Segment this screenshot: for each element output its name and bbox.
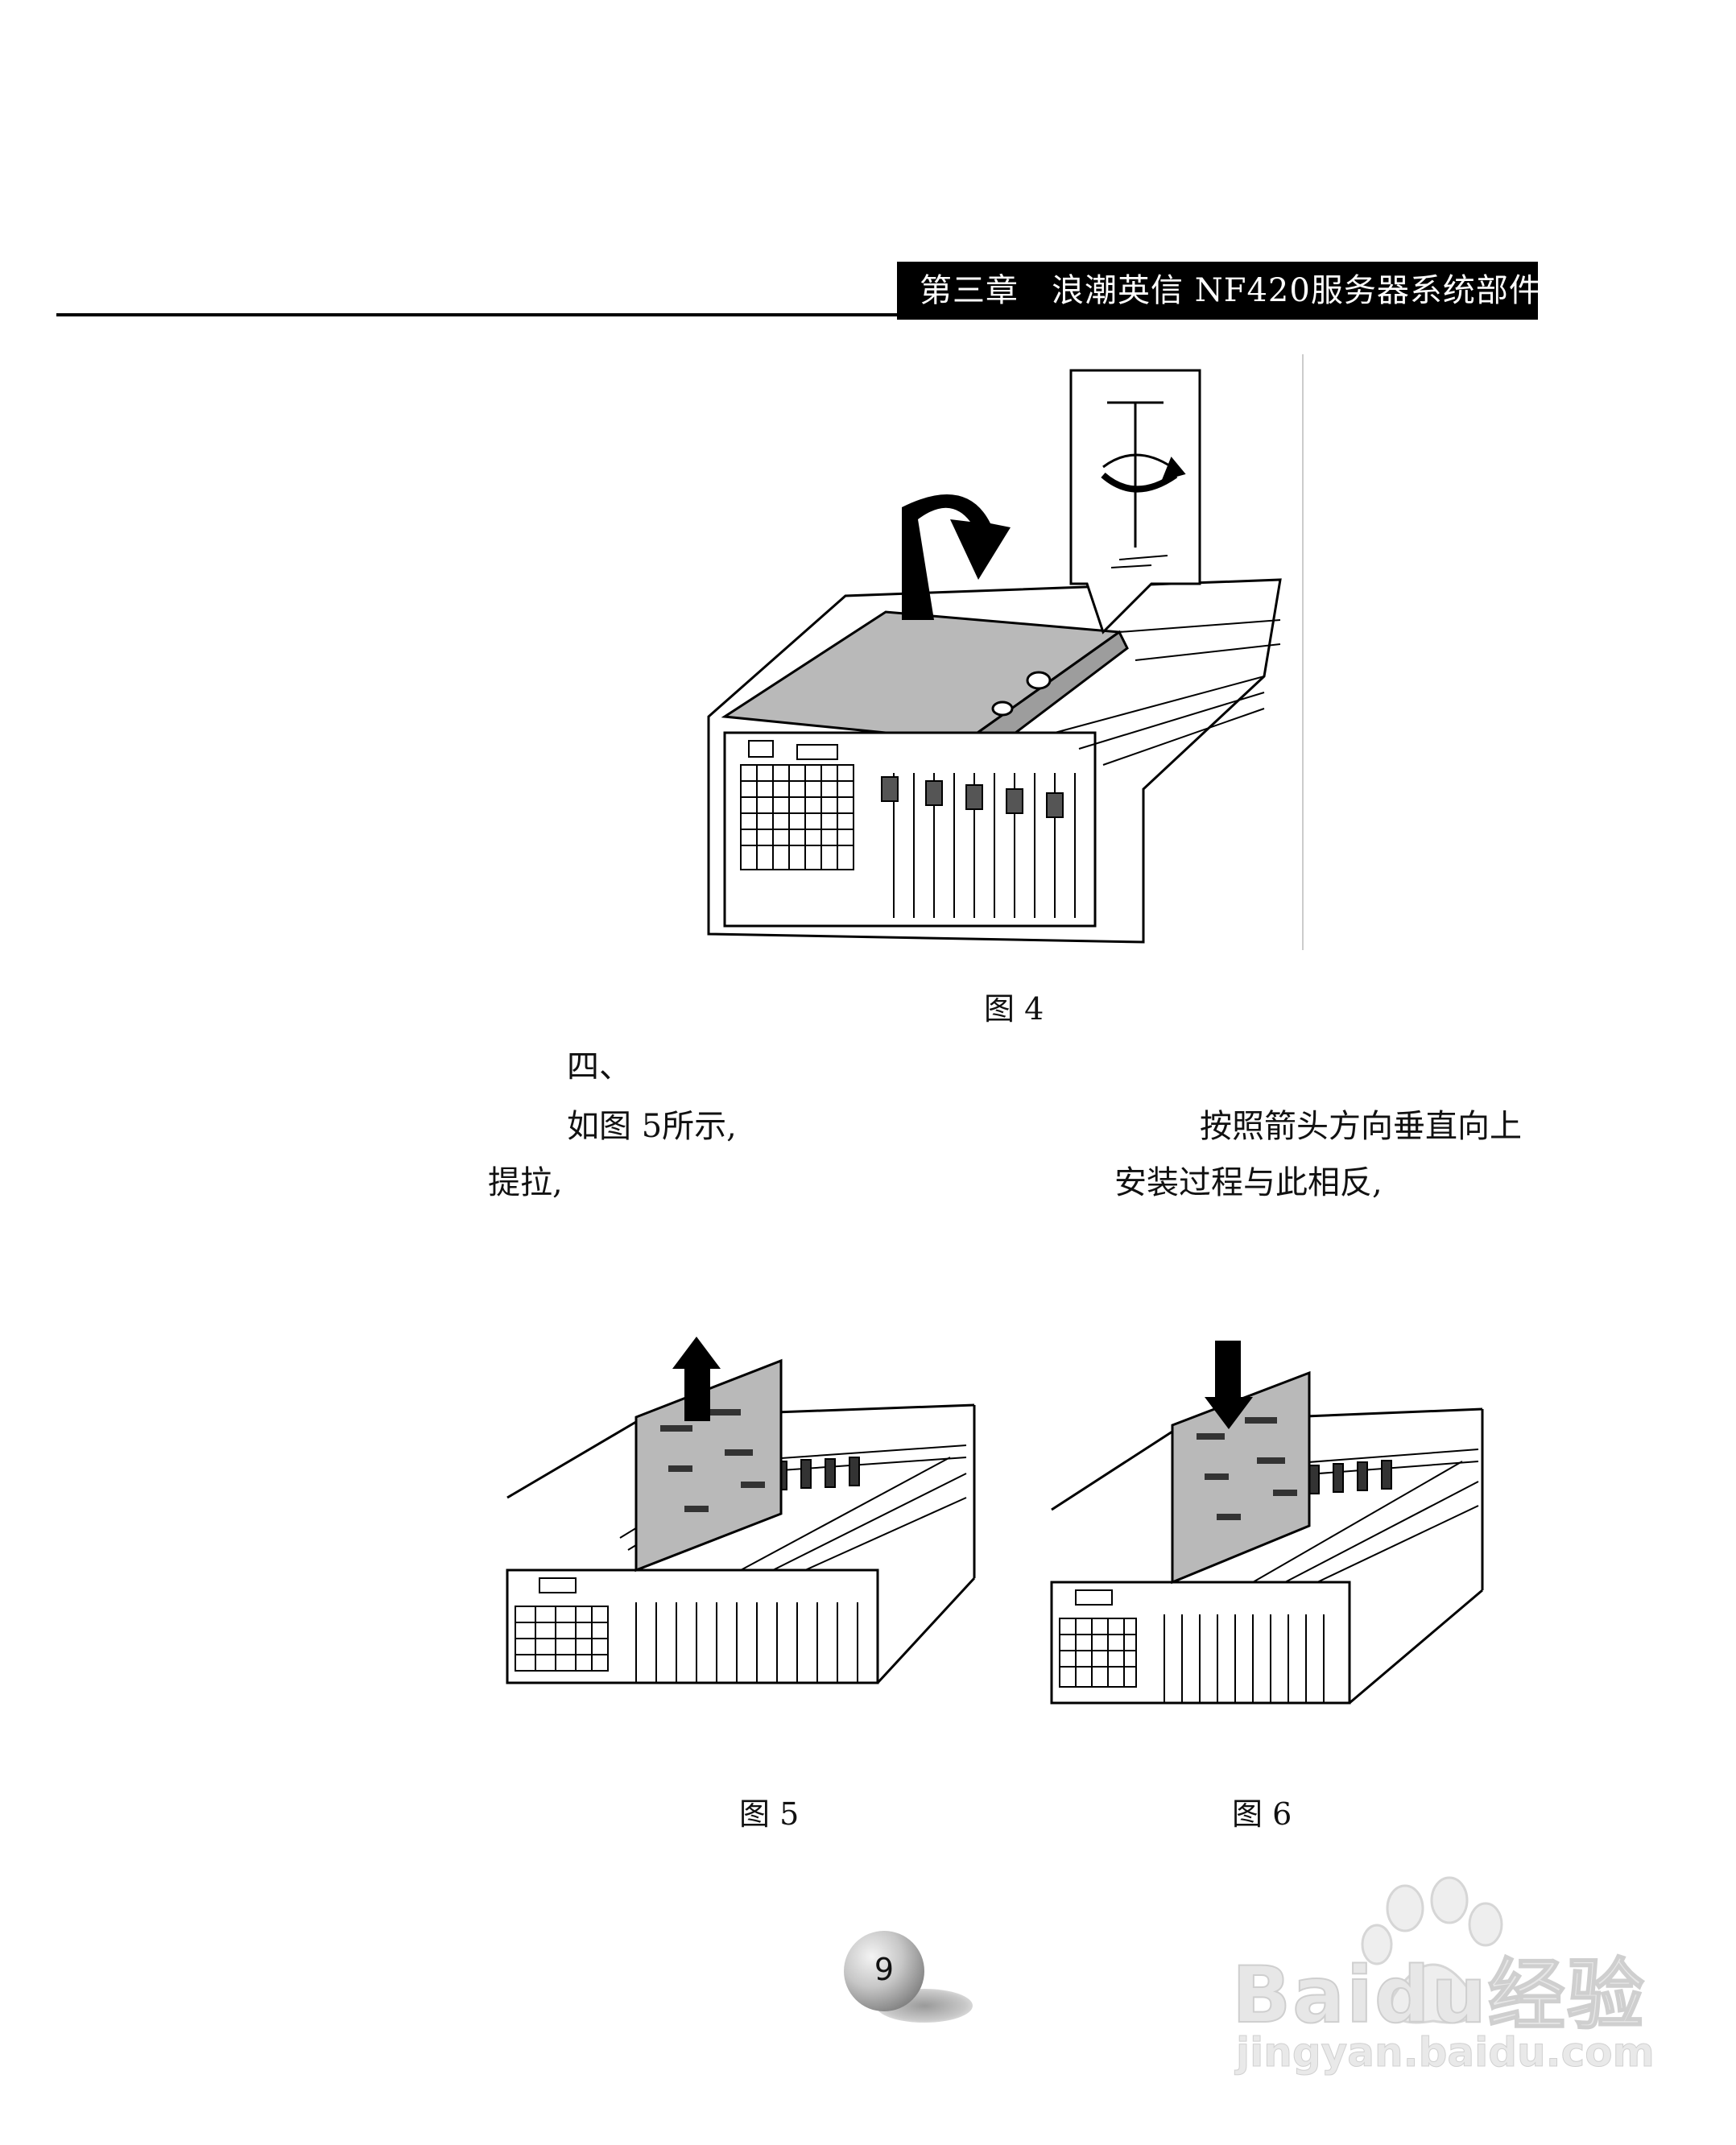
server-cover-illustration — [707, 354, 1304, 950]
figure-6-card-installation — [1044, 1325, 1494, 1719]
figure-6-caption: 图 6 — [1232, 1796, 1292, 1832]
paragraph-line1-right: 按照箭头方向垂直向上 — [1200, 1108, 1522, 1145]
page-number: 9 — [844, 1931, 924, 2011]
watermark-url: jingyan.baidu.com — [1236, 2029, 1655, 2077]
baidu-paw-icon — [1361, 1876, 1503, 2024]
paragraph-line1-left: 如图 5所示, — [567, 1108, 737, 1145]
card-installation-illustration — [1050, 1341, 1484, 1705]
header-rule — [56, 313, 902, 316]
section-label: 四、 — [567, 1048, 631, 1085]
figure-4-caption: 图 4 — [984, 991, 1044, 1027]
figure-5-caption: 图 5 — [739, 1796, 800, 1832]
chapter-title: 第三章 浪潮英信 NF420服务器系统部件 — [897, 262, 1541, 320]
figure-5-card-removal — [499, 1329, 982, 1707]
card-removal-illustration — [506, 1337, 976, 1684]
watermark-brand: Baidu经验 — [1231, 1949, 1646, 2041]
figure-4-server-cover — [701, 354, 1312, 950]
paragraph-line2-right: 安装过程与此相反, — [1114, 1164, 1383, 1201]
paragraph-line2-left: 提拉, — [488, 1164, 563, 1201]
